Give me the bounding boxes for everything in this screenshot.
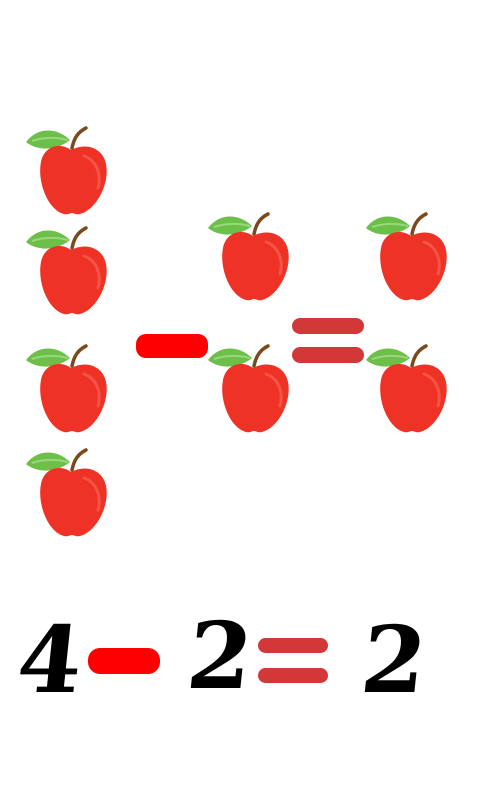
minus-sign: [136, 334, 208, 358]
equals-sign-bottom-bar: [292, 347, 364, 363]
apple-icon: [24, 226, 112, 318]
apple-icon: [24, 126, 112, 218]
equals-sign-top-bar: [292, 318, 364, 334]
equation-result-number: 2: [356, 606, 432, 714]
apple-icon: [24, 344, 112, 436]
apple-icon: [364, 344, 452, 436]
apple-icon: [24, 448, 112, 540]
apple-icon: [206, 212, 294, 304]
equation-equals-top-bar: [258, 638, 328, 653]
apple-icon: [206, 344, 294, 436]
apple-icon: [364, 212, 452, 304]
equation-minus-sign: [88, 648, 160, 674]
equation-left-number: 4: [12, 606, 88, 714]
equation-right-number: 2: [182, 602, 258, 710]
equation-equals-bottom-bar: [258, 668, 328, 683]
